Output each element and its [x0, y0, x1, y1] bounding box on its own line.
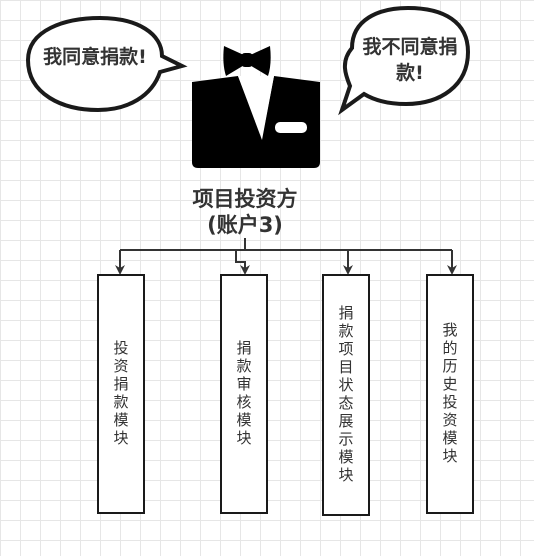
module-project-status: 捐款项目状态展示模块 [322, 274, 370, 516]
module-donation-review: 捐款审核模块 [220, 274, 268, 514]
bubble-left-text: 我同意捐款! [43, 46, 147, 68]
speech-bubble-left-icon [25, 15, 188, 113]
module-label: 捐款审核模块 [234, 340, 253, 448]
bow-tie-icon [223, 46, 271, 76]
bubble-right-text: 我不同意捐款! [362, 36, 458, 84]
module-investment-history: 我的历史投资模块 [426, 274, 474, 514]
project-title-line2: (账户3) [207, 213, 283, 237]
speech-bubble-right-icon [338, 5, 471, 116]
module-label: 投资捐款模块 [111, 340, 130, 448]
module-label: 我的历史投资模块 [440, 322, 459, 466]
module-invest-donate: 投资捐款模块 [97, 274, 145, 514]
connectors [115, 238, 457, 275]
project-title-line1: 项目投资方 [192, 187, 298, 211]
project-title: 项目投资方 (账户3) [160, 186, 330, 238]
suit-icon [192, 76, 320, 168]
module-label: 捐款项目状态展示模块 [336, 305, 355, 485]
